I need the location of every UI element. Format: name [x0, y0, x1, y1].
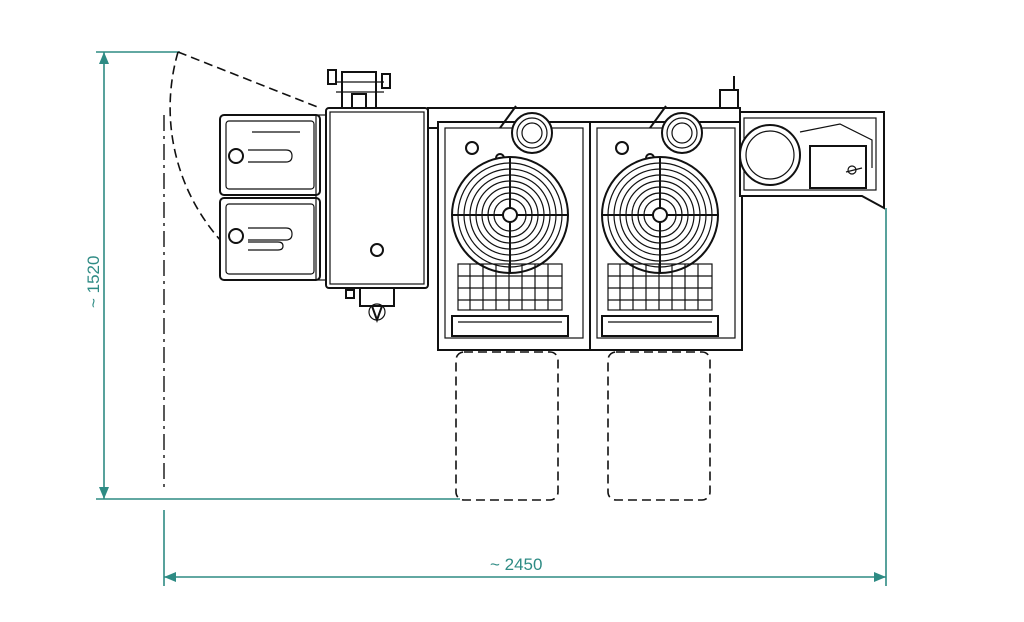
collection-bin-2 — [607, 351, 711, 501]
drawer-unit-bottom — [219, 197, 321, 281]
height-dimension: ~ 1520 — [84, 51, 460, 500]
drawer-unit-top — [219, 114, 321, 196]
height-dimension-label: ~ 1520 — [84, 256, 103, 308]
collection-bin-1 — [455, 351, 559, 501]
cabinet-knob — [370, 243, 384, 257]
width-dimension: ~ 2450 — [163, 208, 887, 586]
right-tank-section — [739, 111, 885, 210]
width-dimension-label: ~ 2450 — [490, 555, 542, 574]
control-cabinet — [325, 69, 429, 323]
centrifuge-module-2 — [589, 105, 743, 351]
centrifuge-module-1 — [437, 105, 591, 351]
bottom-valve-fitting — [359, 287, 395, 307]
frame-top-fitting — [719, 76, 739, 109]
pump-box — [809, 145, 867, 189]
top-valve-fitting — [341, 71, 377, 109]
door-swing-arc — [169, 51, 321, 243]
